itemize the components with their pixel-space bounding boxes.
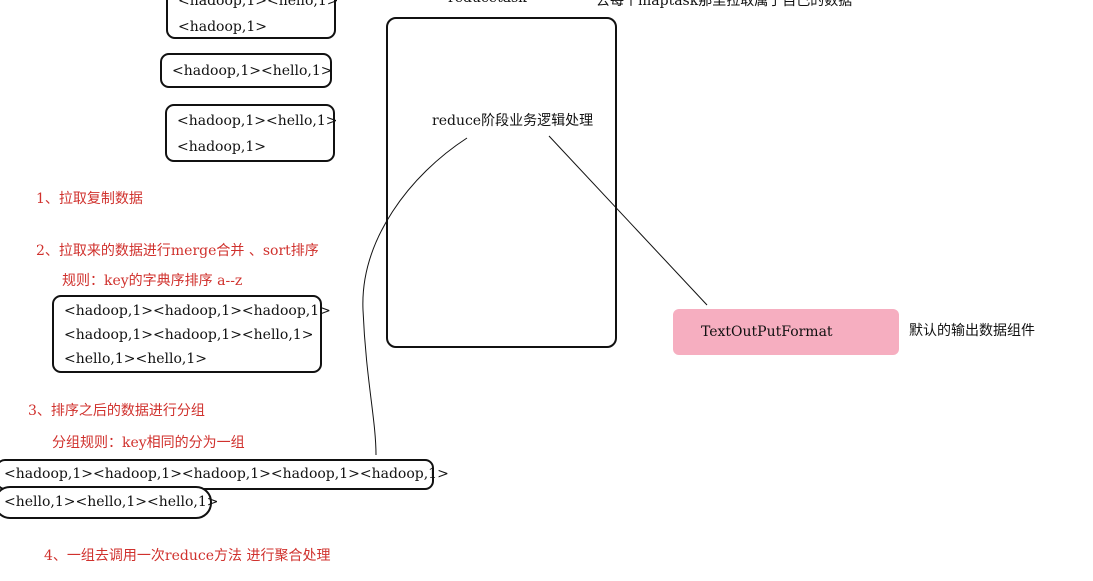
step-3-text: 3、排序之后的数据进行分组 bbox=[28, 403, 205, 419]
reducetask-caption: reducetask bbox=[448, 0, 527, 6]
box-line: <hadoop,1><hadoop,1><hello,1> bbox=[64, 327, 314, 343]
box-line: <hadoop,1><hadoop,1><hadoop,1><hadoop,1>… bbox=[4, 466, 449, 482]
curve-reduce-to-groups bbox=[362, 137, 468, 456]
group-hadoop-box: <hadoop,1><hadoop,1><hadoop,1><hadoop,1>… bbox=[0, 459, 449, 490]
box-line: <hadoop,1><hello,1> bbox=[178, 0, 339, 9]
output-format-description: 默认的输出数据组件 bbox=[909, 323, 1035, 339]
box-line: <hello,1><hello,1><hello,1> bbox=[4, 494, 219, 510]
step-4-text: 4、一组去调用一次reduce方法 进行聚合处理 bbox=[44, 548, 331, 564]
map-output-box-b: <hadoop,1><hello,1> <hadoop,1> bbox=[165, 104, 338, 162]
map-output-box-top: <hadoop,1><hello,1> <hadoop,1> bbox=[166, 0, 339, 39]
sorted-data-box: <hadoop,1><hadoop,1><hadoop,1> <hadoop,1… bbox=[52, 295, 331, 373]
reduce-task-box bbox=[386, 17, 617, 348]
box-line: <hello,1><hello,1> bbox=[64, 351, 208, 367]
step-1-text: 1、拉取复制数据 bbox=[36, 191, 143, 207]
line-reduce-to-output bbox=[548, 135, 708, 306]
output-format-label: TextOutPutFormat bbox=[701, 324, 833, 340]
box-line: <hadoop,1><hello,1> bbox=[172, 63, 333, 79]
box-line: <hadoop,1><hello,1> bbox=[177, 113, 338, 129]
box-line: <hadoop,1><hadoop,1><hadoop,1> bbox=[64, 303, 331, 319]
box-line: <hadoop,1> bbox=[177, 139, 266, 155]
map-output-box-a: <hadoop,1><hello,1> bbox=[160, 53, 332, 88]
group-hello-box: <hello,1><hello,1><hello,1> bbox=[0, 486, 219, 519]
step-2-text: 2、拉取来的数据进行merge合并 、sort排序 bbox=[36, 243, 319, 259]
step-2-rule: 规则：key的字典序排序 a--z bbox=[62, 273, 243, 289]
pull-data-caption: 去每个maptask那里拉取属于自己的数据 bbox=[596, 0, 853, 9]
output-format-box: TextOutPutFormat bbox=[673, 309, 899, 355]
step-3-rule: 分组规则：key相同的分为一组 bbox=[52, 435, 245, 451]
box-line: <hadoop,1> bbox=[178, 19, 267, 35]
reduce-logic-label: reduce阶段业务逻辑处理 bbox=[432, 113, 594, 129]
